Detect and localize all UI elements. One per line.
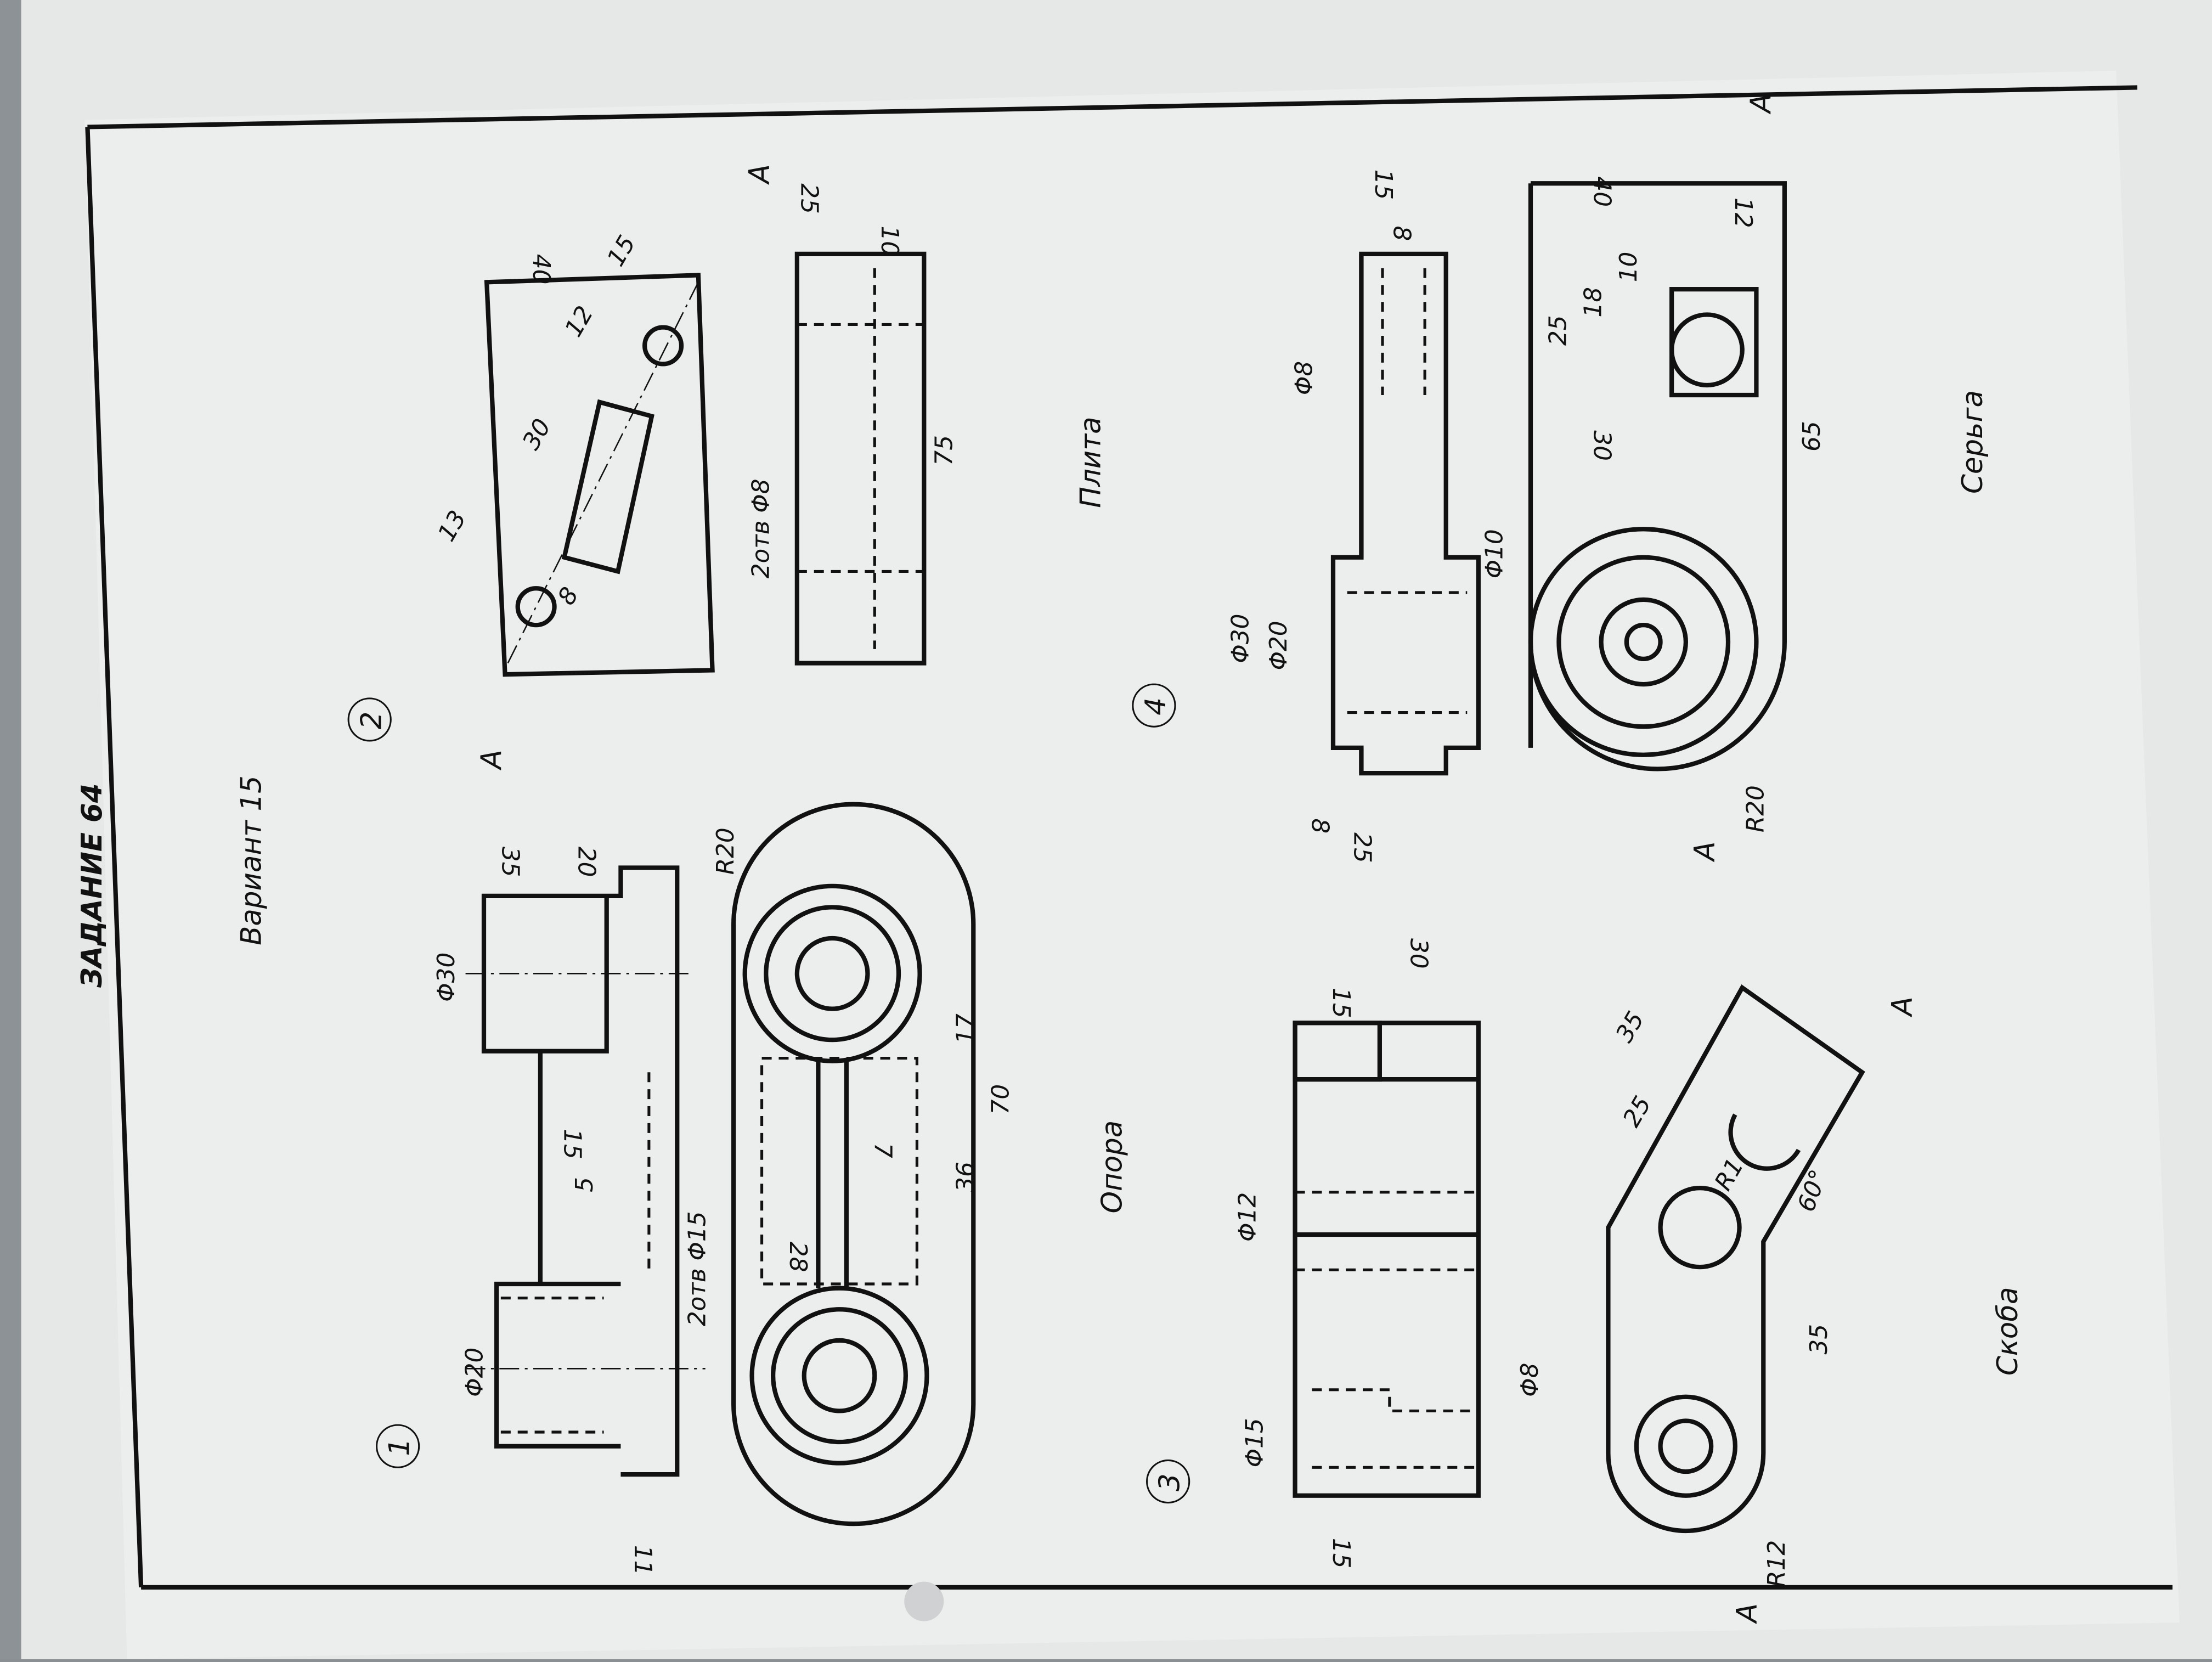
dimension-label: A <box>1886 996 1918 1017</box>
dimension-label: 2 <box>355 712 388 730</box>
dimension-label: 10 <box>876 226 904 256</box>
dimension-label: 8 <box>1388 226 1416 241</box>
dimension-label: 30 <box>1404 938 1432 969</box>
dimension-label: R20 <box>712 827 740 875</box>
task-title: ЗАДАНИЕ 64 <box>76 784 109 988</box>
dimension-label: A <box>1730 1603 1763 1624</box>
part-1-opora: 1 Φ20 Φ30 20 35 15 5 2отв Φ15 11 R20 28 … <box>376 802 1128 1576</box>
dimension-label: Φ10 <box>1481 529 1509 578</box>
dimension-label: 8 <box>1306 818 1334 833</box>
dimension-label: 15 <box>1327 988 1355 1018</box>
dimension-label: 10 <box>1615 252 1643 283</box>
plan-view <box>1606 984 1865 1534</box>
dimension-label: 65 <box>1798 421 1826 452</box>
dimension-label: 15 <box>1369 170 1397 200</box>
dimension-label: 5 <box>571 1177 599 1192</box>
dimension-label: Φ30 <box>1227 614 1255 663</box>
dimension-label: 15 <box>1327 1538 1355 1569</box>
dimension-label: Φ30 <box>432 953 460 1002</box>
dimension-label: 7 <box>868 1143 896 1158</box>
dimension-label: 25 <box>1348 832 1376 863</box>
dimension-label: A <box>1688 841 1721 862</box>
dimension-label: Φ8 <box>1516 1362 1544 1396</box>
dimension-label: 36 <box>951 1162 979 1192</box>
part-4-serga: 4 Φ30 Φ20 Φ10 Φ8 8 25 8 15 40 12 25 18 1… <box>1132 94 1989 863</box>
dimension-label: Φ20 <box>460 1348 488 1397</box>
dimension-label: R20 <box>1741 785 1769 832</box>
dimension-label: 17 <box>951 1013 979 1044</box>
dimension-label: 11 <box>629 1545 657 1576</box>
dimension-label: 3 <box>1154 1473 1187 1491</box>
dimension-label: 40 <box>1588 176 1616 207</box>
dimension-label: 12 <box>1729 198 1757 228</box>
dimension-label: A <box>1745 94 1778 115</box>
dimension-label: 4 <box>1139 697 1172 715</box>
dimension-label: 35 <box>1805 1324 1833 1355</box>
dimension-label: 25 <box>1544 315 1572 346</box>
dimension-label: 2отв Φ8 <box>747 478 775 578</box>
variant-title: Вариант 15 <box>235 775 268 945</box>
dimension-label: A <box>475 750 508 770</box>
frame-line <box>87 85 2137 129</box>
dimension-label: Плита <box>1075 416 1108 508</box>
dimension-label: Φ20 <box>1265 621 1293 670</box>
dimension-label: R12 <box>1763 1540 1791 1587</box>
dimension-label: Скоба <box>1991 1287 2024 1376</box>
dimension-label: 18 <box>1579 287 1607 318</box>
dimension-label: Φ15 <box>1240 1418 1268 1467</box>
dimension-label: 75 <box>930 435 958 466</box>
part-number: 1 <box>383 1438 416 1456</box>
dimension-label: 40 <box>527 254 555 285</box>
dimension-label: 70 <box>987 1084 1015 1115</box>
plan-view <box>484 273 715 677</box>
dimension-label: 35 <box>496 847 524 877</box>
side-view <box>794 251 927 666</box>
front-view <box>1330 251 1481 776</box>
dimension-label: 30 <box>1588 430 1616 461</box>
dimension-label: Φ12 <box>1234 1192 1262 1242</box>
front-view <box>1293 1021 1481 1498</box>
dimension-label: 25 <box>795 183 823 214</box>
dimension-label: A <box>743 164 776 185</box>
dimension-label: 28 <box>784 1242 812 1272</box>
dimension-label: 2отв Φ15 <box>684 1211 712 1326</box>
dimension-label: Φ8 <box>1290 361 1318 395</box>
dimension-label: Серьга <box>1956 390 1989 494</box>
dimension-label: 20 <box>572 847 600 877</box>
dimension-label: 15 <box>558 1129 586 1159</box>
part-name: Опора <box>1096 1120 1128 1214</box>
top-view <box>731 802 976 1526</box>
